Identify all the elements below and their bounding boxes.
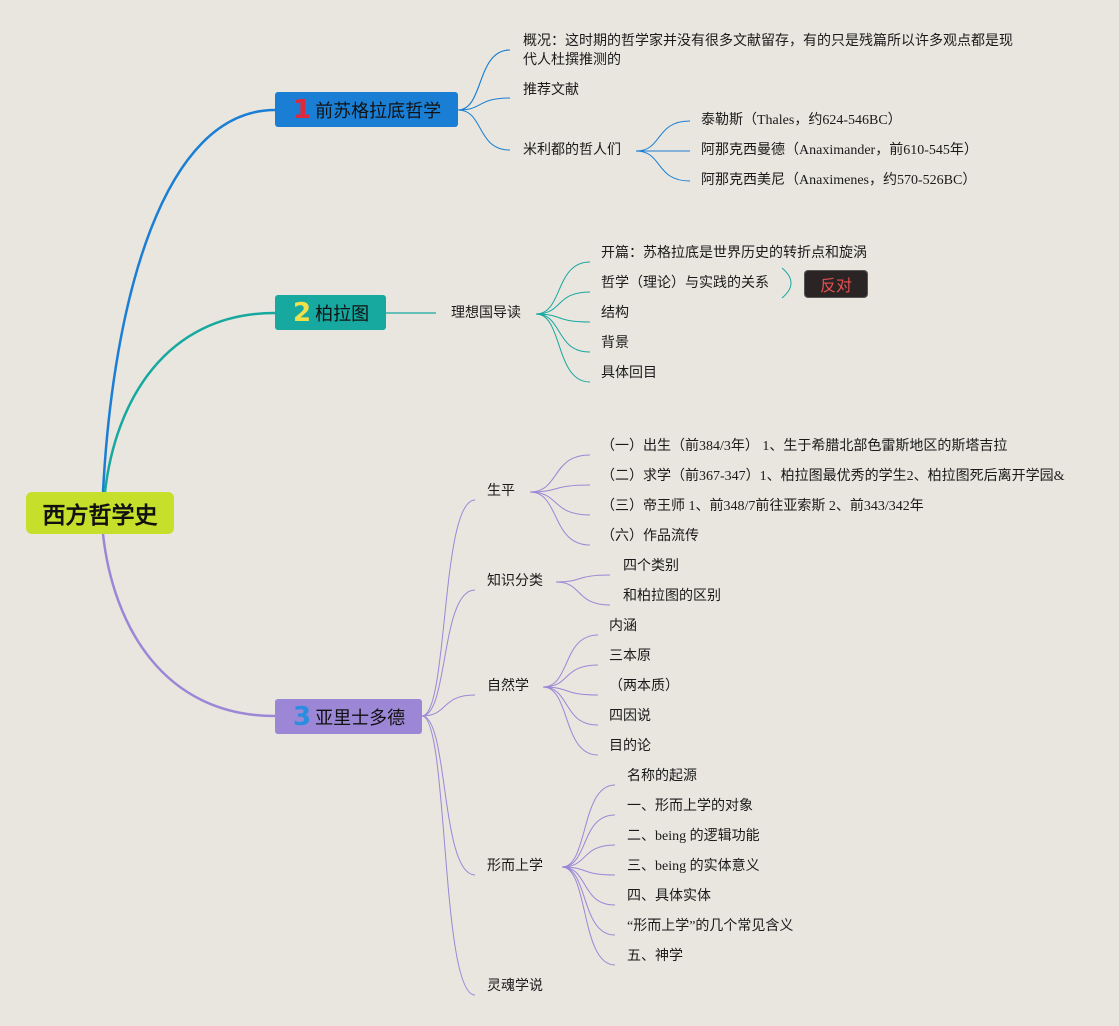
topic-node[interactable]: （六）作品流传 — [601, 529, 699, 544]
connector-line — [635, 120, 691, 152]
connector-line — [421, 499, 476, 717]
connector-line — [103, 311, 276, 493]
topic-node[interactable]: 四因说 — [609, 709, 651, 724]
topic-node[interactable]: （一）出生（前384/3年） 1、生于希腊北部色雷斯地区的斯塔吉拉 — [601, 439, 1008, 454]
number-badge: 2 — [293, 297, 312, 328]
topic-node[interactable]: 结构 — [601, 306, 629, 321]
topic-node[interactable]: 阿那克西曼德（Anaximander，前610-545年） — [701, 143, 978, 158]
topic-node[interactable]: （三）帝王师 1、前348/7前往亚索斯 2、前343/342年 — [601, 499, 924, 514]
connector-line — [535, 291, 591, 315]
topic-node[interactable]: 知识分类 — [487, 574, 543, 589]
connector-line — [561, 814, 616, 868]
topic-node[interactable]: （二）求学（前367-347）1、柏拉图最优秀的学生2、柏拉图死后离开学园& — [601, 469, 1065, 484]
connector-line — [421, 715, 476, 876]
topic-node[interactable]: 灵魂学说 — [487, 979, 543, 994]
connector-line — [635, 150, 691, 182]
connector-line — [529, 491, 591, 516]
connector-line — [529, 491, 591, 546]
root-node[interactable]: 西方哲学史 — [26, 492, 174, 534]
connector-line — [457, 49, 511, 111]
number-badge: 3 — [293, 701, 312, 732]
connector-line — [561, 784, 616, 868]
connector-line — [457, 109, 511, 151]
topic-node[interactable]: 名称的起源 — [627, 769, 697, 784]
connector-line — [542, 686, 599, 726]
connector-line — [561, 844, 616, 868]
branch-plato[interactable]: 2 柏拉图 — [275, 295, 386, 330]
topic-node[interactable]: 哲学（理论）与实践的关系 — [601, 276, 769, 291]
connector-line — [555, 581, 611, 606]
topic-node[interactable]: 五、神学 — [627, 949, 683, 964]
connector-line — [421, 694, 476, 717]
topic-node[interactable]: 具体回目 — [601, 366, 657, 381]
topic-node[interactable]: 一、形而上学的对象 — [627, 799, 753, 814]
connector-line — [535, 261, 591, 315]
topic-node[interactable]: 三、being 的实体意义 — [627, 859, 760, 874]
topic-node[interactable]: 三本原 — [609, 649, 651, 664]
connector-line — [561, 866, 616, 936]
topic-node[interactable]: 概况：这时期的哲学家并没有很多文献留存，有的只是残篇所以许多观点都是现 — [523, 34, 1013, 49]
topic-node[interactable]: 自然学 — [487, 679, 529, 694]
topic-node[interactable]: “形而上学”的几个常见含义 — [627, 919, 794, 934]
connector-line — [542, 634, 599, 688]
connector-line — [421, 715, 476, 996]
connector-line — [101, 533, 276, 718]
topic-node[interactable]: 米利都的哲人们 — [523, 143, 621, 158]
connector-line — [457, 97, 511, 111]
topic-node[interactable]: 代人杜撰推测的 — [523, 53, 621, 68]
connector-line — [561, 866, 616, 966]
number-badge: 1 — [293, 94, 312, 125]
topic-node[interactable]: 形而上学 — [487, 859, 543, 874]
topic-node[interactable]: 开篇：苏格拉底是世界历史的转折点和旋涡 — [601, 246, 867, 261]
connector-line — [561, 866, 616, 876]
topic-node[interactable]: 四、具体实体 — [627, 889, 711, 904]
topic-node[interactable]: 二、being 的逻辑功能 — [627, 829, 760, 844]
branch-label: 柏拉图 — [315, 303, 370, 325]
connector-line — [555, 574, 611, 583]
topic-node[interactable]: 背景 — [601, 336, 629, 351]
topic-node[interactable]: 理想国导读 — [451, 306, 521, 321]
branch-label: 亚里士多德 — [315, 707, 406, 729]
connector-line — [457, 49, 511, 111]
connector-line — [421, 589, 476, 717]
connector-line — [542, 686, 599, 756]
branch-aristotle[interactable]: 3 亚里士多德 — [275, 699, 422, 734]
topic-node[interactable]: 泰勒斯（Thales，约624-546BC） — [701, 113, 902, 128]
connector-line — [542, 686, 599, 696]
topic-node[interactable]: （两本质） — [609, 679, 679, 694]
connector-line — [535, 313, 591, 353]
connector-line — [529, 454, 591, 493]
topic-node[interactable]: 推荐文献 — [523, 83, 579, 98]
topic-node[interactable]: 内涵 — [609, 619, 637, 634]
topic-node[interactable]: 和柏拉图的区别 — [623, 589, 721, 604]
tag-oppose[interactable]: 反对 — [804, 270, 868, 298]
connector-line — [561, 866, 616, 906]
connector-line — [535, 313, 591, 383]
topic-node[interactable]: 生平 — [487, 484, 515, 499]
connector-line — [101, 108, 276, 493]
connector-line — [529, 484, 591, 493]
summary-bracket — [781, 267, 792, 299]
branch-label: 前苏格拉底哲学 — [315, 100, 442, 122]
topic-node[interactable]: 阿那克西美尼（Anaximenes，约570-526BC） — [701, 173, 977, 188]
topic-node[interactable]: 目的论 — [609, 739, 651, 754]
topic-node[interactable]: 四个类别 — [623, 559, 679, 574]
branch-pre-socratic[interactable]: 1 前苏格拉底哲学 — [275, 92, 458, 127]
connector-line — [535, 313, 591, 323]
connector-line — [542, 664, 599, 688]
